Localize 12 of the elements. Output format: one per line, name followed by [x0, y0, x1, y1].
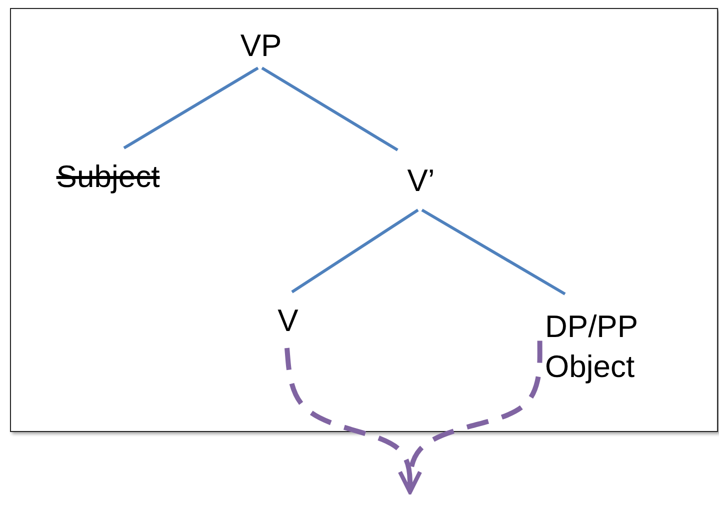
- node-label: V’: [407, 162, 435, 200]
- node-label: VP: [240, 27, 282, 65]
- node-label: DP/PP: [545, 308, 638, 346]
- tree-branch: [261, 66, 398, 152]
- tree-branch: [123, 66, 259, 150]
- node-sublabel: Object: [545, 348, 635, 386]
- tree-branch: [421, 208, 566, 296]
- tree-branch: [291, 208, 419, 294]
- dashed-arrow: [398, 340, 542, 494]
- struck-label: Subject: [56, 158, 160, 196]
- frame-box: [10, 8, 718, 432]
- node-label: V: [278, 302, 298, 340]
